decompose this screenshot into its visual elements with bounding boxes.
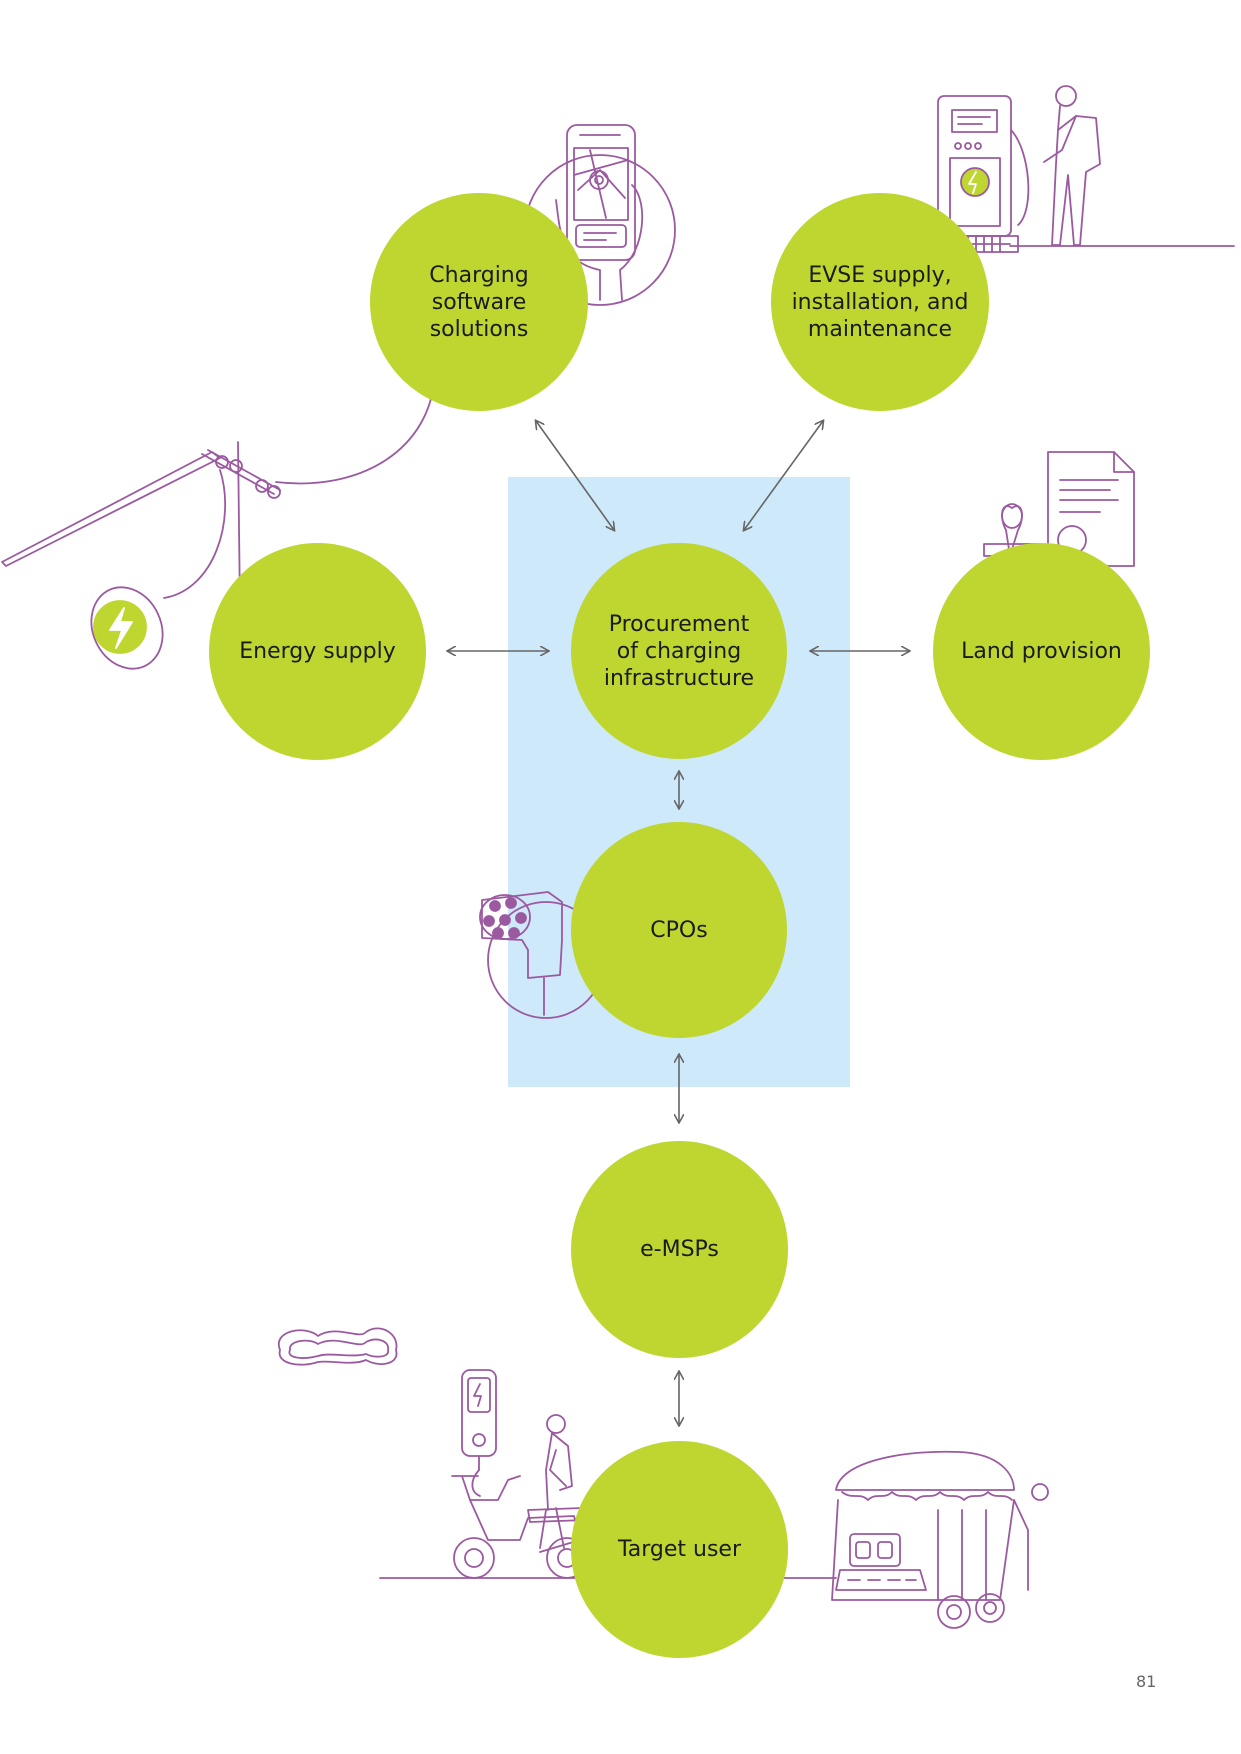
node-cpos: CPOs — [571, 822, 787, 1038]
node-label: Energy supply — [239, 639, 396, 664]
node-label: e-MSPs — [640, 1237, 719, 1262]
node-label: Land provision — [961, 639, 1122, 664]
page-number: 81 — [1136, 1672, 1157, 1691]
auto-rickshaw-icon — [831, 1450, 1049, 1629]
node-charging-software: Charging software solutions — [370, 193, 588, 411]
node-label: Target user — [617, 1537, 742, 1562]
lightning-plug-icon — [90, 586, 164, 670]
node-emsps: e-MSPs — [571, 1141, 788, 1358]
node-target-user: Target user — [571, 1441, 788, 1658]
node-label: EVSE supply, installation, and maintenan… — [791, 262, 969, 342]
node-label: Charging software solutions — [429, 262, 529, 342]
charging-station-worker-icon — [931, 85, 1235, 253]
node-evse-supply: EVSE supply, installation, and maintenan… — [771, 193, 989, 411]
arrows — [448, 421, 909, 1425]
charging-connector-icon — [479, 891, 605, 1019]
arrow-software-procurement — [536, 421, 614, 530]
node-energy-supply: Energy supply — [209, 543, 426, 760]
node-land-provision: Land provision — [933, 543, 1150, 760]
node-label: CPOs — [650, 917, 708, 943]
node-label: Procurement of charging infrastructure — [603, 611, 755, 691]
arrow-evse-procurement — [744, 421, 823, 530]
cloud-icon — [277, 1327, 398, 1366]
node-procurement: Procurement of charging infrastructure — [571, 543, 787, 759]
